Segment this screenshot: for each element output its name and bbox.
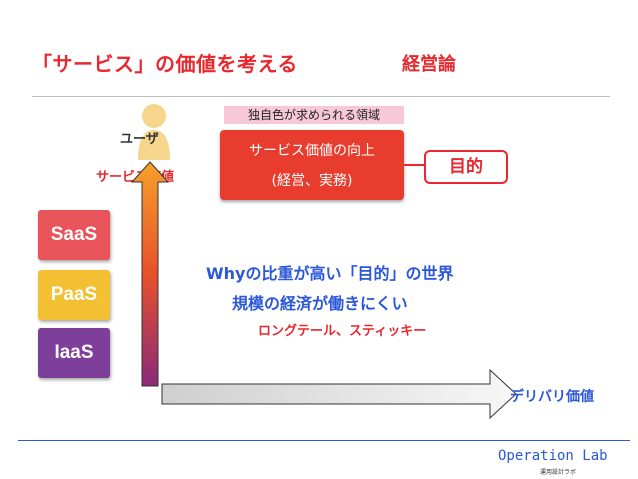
horizontal-arrow-icon bbox=[161, 368, 517, 420]
slide-subtitle: 経営論 bbox=[402, 54, 456, 75]
user-figure-icon bbox=[138, 104, 170, 160]
title-divider bbox=[32, 96, 610, 97]
scale-text: 規模の経済が働きにくい bbox=[232, 294, 408, 313]
service-value-box: サービス価値の向上 (経営、実務) bbox=[220, 130, 404, 200]
unique-area-label: 独自色が求められる領域 bbox=[224, 106, 404, 124]
iaas-block: IaaS bbox=[38, 328, 110, 378]
saas-block: SaaS bbox=[38, 210, 110, 260]
service-value-box-line1: サービス価値の向上 bbox=[249, 143, 375, 159]
longtail-text: ロングテール、スティッキー bbox=[258, 324, 427, 339]
footer-subtitle: 運用設計ラボ bbox=[540, 469, 577, 476]
vertical-arrow-icon bbox=[130, 161, 170, 387]
footer-divider bbox=[18, 440, 630, 441]
why-text: Whyの比重が高い「目的」の世界 bbox=[206, 264, 454, 283]
user-label: ユーザ bbox=[120, 132, 159, 147]
footer-brand: Operation Lab bbox=[498, 448, 608, 464]
paas-block: PaaS bbox=[38, 270, 110, 320]
delivery-value-label: デリバリ価値 bbox=[510, 389, 594, 405]
slide-title: 「サービス」の価値を考える bbox=[32, 52, 298, 76]
purpose-label: 目的 bbox=[424, 150, 508, 184]
service-value-box-line2: (経営、実務) bbox=[271, 173, 353, 189]
